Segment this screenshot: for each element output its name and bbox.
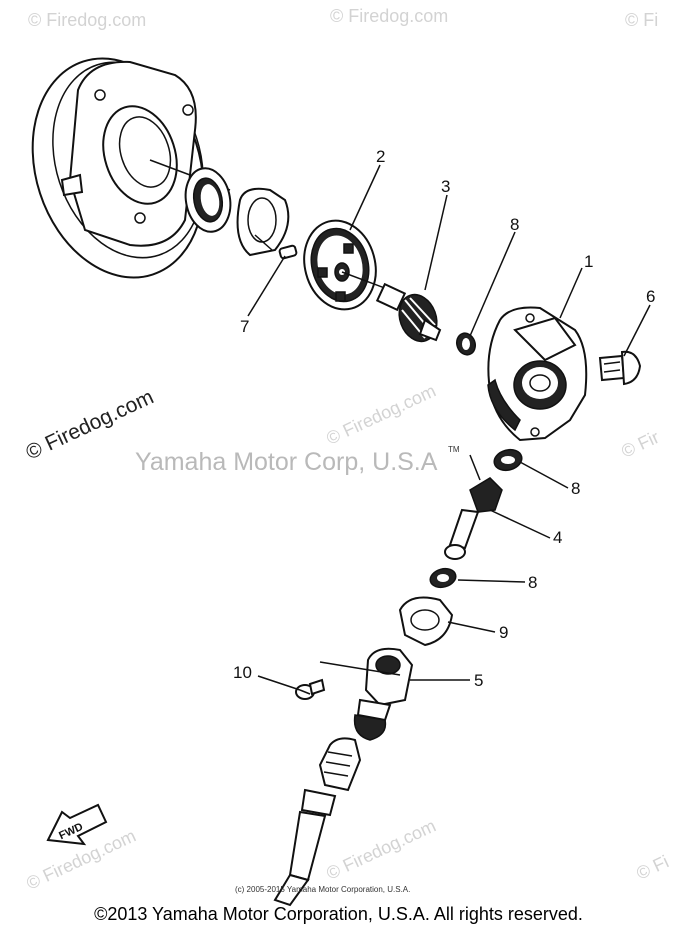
bearing (236, 187, 290, 257)
callout-number: 8 (510, 215, 519, 234)
bolt (598, 350, 642, 386)
callout-number: 7 (240, 317, 249, 336)
watermark: © Firedog.com (330, 6, 448, 26)
small-copyright: (c) 2005-2015 Yamaha Motor Corporation, … (235, 885, 410, 894)
driven-gear-shaft (444, 454, 503, 560)
sleeve (319, 647, 414, 741)
watermark: © Firedog.com (28, 10, 146, 30)
washer (429, 567, 457, 589)
hub-plate (31, 57, 231, 279)
washer (493, 448, 523, 472)
pin (278, 244, 298, 260)
screw (295, 678, 326, 700)
callout-number: 1 (584, 252, 593, 271)
leader-lines (247, 164, 651, 691)
callout-number: 2 (376, 147, 385, 166)
callout-number: 8 (528, 573, 537, 592)
callout-number: 6 (646, 287, 655, 306)
callout-number: 10 (233, 663, 252, 682)
drive-gear (375, 282, 442, 343)
callout-number: 8 (571, 479, 580, 498)
fwd-arrow-icon: FWD (46, 803, 108, 846)
washer (455, 332, 477, 356)
copyright-notice: ©2013 Yamaha Motor Corporation, U.S.A. A… (94, 904, 583, 924)
watermark: © Fir (618, 427, 662, 462)
callout-number: 3 (441, 177, 450, 196)
callout-number: 4 (553, 528, 562, 547)
callout-number: 5 (474, 671, 483, 690)
gear-case (487, 306, 588, 442)
oil-seal (184, 167, 232, 233)
watermark: © Fi (633, 851, 672, 883)
gear-housing (303, 219, 391, 311)
watermark-center: Yamaha Motor Corp, U.S.A (135, 448, 438, 476)
speedometer-cable (273, 737, 362, 907)
watermark: © Firedog.com (323, 815, 439, 883)
watermark: © Firedog.com (23, 825, 139, 893)
watermark: © Firedog.com (323, 380, 439, 448)
watermark-tm: TM (448, 445, 460, 454)
watermark: © Fi (625, 10, 658, 30)
gasket (398, 596, 454, 647)
callout-number: 9 (499, 623, 508, 642)
